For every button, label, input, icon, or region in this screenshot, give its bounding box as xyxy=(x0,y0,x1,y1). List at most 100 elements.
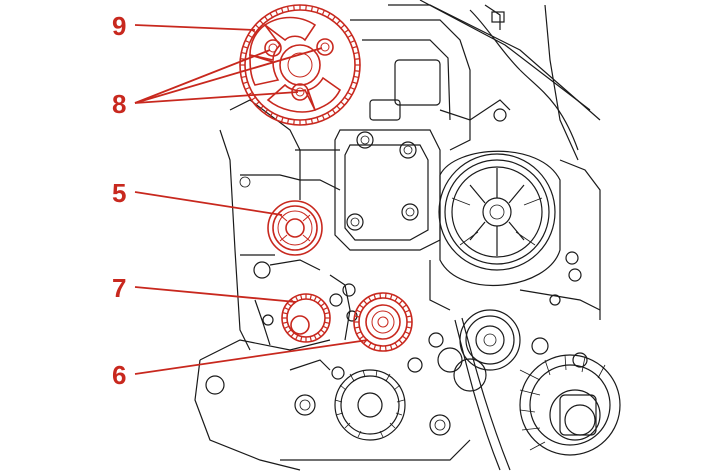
alternator xyxy=(519,337,621,456)
gear-tooth xyxy=(242,45,248,49)
gear-tooth xyxy=(269,112,274,118)
gear-tooth xyxy=(353,51,359,55)
callout-7-label: 7 xyxy=(112,273,126,303)
gear-tooth xyxy=(331,16,336,21)
gear-tooth xyxy=(305,119,307,125)
gear-tooth xyxy=(322,307,328,311)
gear-tooth xyxy=(344,96,349,101)
gear-tooth xyxy=(264,16,269,21)
highlighted-parts xyxy=(239,4,413,352)
gear-tooth xyxy=(340,24,345,29)
gear-tooth xyxy=(384,345,387,351)
gear-tooth xyxy=(282,321,288,324)
engine-line-art xyxy=(194,0,621,471)
gear-tooth xyxy=(326,12,331,18)
gear-tooth xyxy=(389,344,393,350)
gear-tooth xyxy=(280,117,284,123)
callouts: 9 8 5 7 6 xyxy=(112,11,369,390)
gear-tooth xyxy=(359,335,364,340)
gear-tooth xyxy=(321,115,325,121)
gear-tooth xyxy=(241,75,247,79)
callout-8-leader-c xyxy=(134,91,299,104)
gear-tooth xyxy=(310,118,314,124)
gear-tooth xyxy=(331,109,336,114)
gear-tooth xyxy=(352,81,358,85)
gear-tooth xyxy=(309,336,312,342)
gear-tooth xyxy=(286,118,290,124)
gear-tooth xyxy=(300,336,303,342)
callout-8-leader-b xyxy=(134,47,323,104)
part-7-gear xyxy=(281,293,331,343)
gear-tooth xyxy=(402,304,407,309)
gear-tooth xyxy=(275,9,279,15)
gear-tooth xyxy=(247,34,253,39)
gear-tooth xyxy=(402,335,407,340)
gear-tooth xyxy=(320,329,326,334)
callout-8-label: 8 xyxy=(112,89,126,119)
gear-tooth xyxy=(317,332,322,338)
gear-tooth xyxy=(275,115,279,121)
gear-tooth xyxy=(310,6,314,12)
gear-tooth xyxy=(394,296,399,302)
gear-tooth xyxy=(324,321,330,324)
callout-7-leader xyxy=(134,286,297,303)
gear-tooth xyxy=(293,5,295,11)
gear-tooth xyxy=(313,334,317,340)
gear-tooth xyxy=(352,45,358,49)
gear-tooth xyxy=(394,342,399,348)
callout-5-label: 5 xyxy=(112,178,126,208)
gear-tooth xyxy=(404,331,410,335)
gear-tooth xyxy=(290,332,295,338)
gear-tooth xyxy=(347,34,353,39)
gear-tooth xyxy=(350,86,356,90)
gear-tooth xyxy=(269,12,274,18)
tensioner-pulley xyxy=(459,309,521,371)
callout-9-leader xyxy=(134,24,256,31)
gear-tooth xyxy=(280,7,284,13)
gear-tooth xyxy=(373,344,377,350)
gear-tooth xyxy=(313,296,317,302)
gear-tooth xyxy=(251,96,256,101)
gear-tooth xyxy=(282,312,288,315)
gear-tooth xyxy=(316,7,320,13)
gear-tooth xyxy=(305,5,307,11)
gear-tooth xyxy=(320,302,326,307)
gear-tooth xyxy=(293,119,295,125)
gear-tooth xyxy=(367,342,372,348)
gear-tooth xyxy=(406,326,412,329)
gear-tooth xyxy=(300,294,303,300)
gear-tooth xyxy=(286,302,292,307)
gear-tooth xyxy=(404,309,410,313)
gear-tooth xyxy=(350,40,356,44)
gear-tooth xyxy=(309,294,312,300)
callout-9-label: 9 xyxy=(112,11,126,41)
gear-tooth xyxy=(326,112,331,118)
gear-tooth xyxy=(359,304,364,309)
gear-tooth xyxy=(354,70,360,72)
gear-tooth xyxy=(295,334,299,340)
gear-tooth xyxy=(336,105,341,110)
part-6-sprocket xyxy=(353,292,413,352)
gear-tooth xyxy=(336,20,341,25)
gear-tooth xyxy=(241,51,247,55)
gear-tooth xyxy=(356,331,362,335)
gear-tooth xyxy=(321,9,325,15)
gear-tooth xyxy=(373,294,377,300)
gear-tooth xyxy=(324,312,330,315)
callout-6-label: 6 xyxy=(112,360,126,390)
part-5-idler xyxy=(267,200,323,256)
gear-tooth xyxy=(344,29,349,34)
gear-tooth xyxy=(259,20,264,25)
callout-6-leader xyxy=(134,339,369,375)
part-9-pump-sprocket xyxy=(239,4,361,126)
gear-tooth xyxy=(316,117,320,123)
gear-tooth xyxy=(353,75,359,79)
gear-tooth xyxy=(379,345,382,351)
gear-tooth xyxy=(284,325,290,329)
callout-8-leader-a xyxy=(134,49,271,104)
gear-tooth xyxy=(363,300,368,305)
gear-tooth xyxy=(284,307,290,311)
gear-tooth xyxy=(322,325,328,329)
gear-tooth xyxy=(286,6,290,12)
